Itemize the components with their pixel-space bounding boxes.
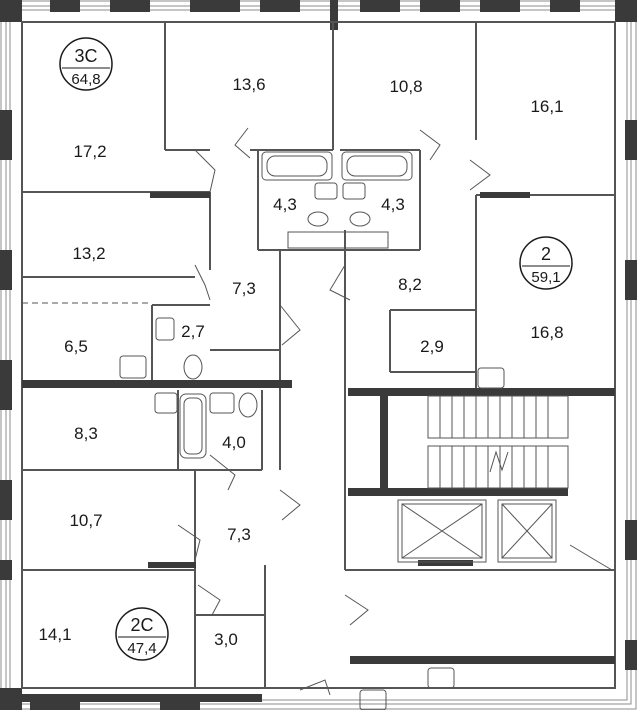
- apartment-badge-2c: 2С 47,4: [115, 607, 169, 661]
- room-area-label: 2,9: [420, 337, 444, 356]
- apartment-area: 47,4: [127, 640, 156, 657]
- apartment-type: 2С: [130, 615, 153, 635]
- room-area-label: 10,7: [69, 511, 102, 530]
- staircase: [427, 395, 569, 489]
- room-area-label: 8,2: [398, 275, 422, 294]
- room-area-label: 7,3: [227, 525, 251, 544]
- room-area-label: 4,3: [273, 195, 297, 214]
- structural-walls: [22, 192, 615, 702]
- room-area-label: 16,8: [530, 323, 563, 342]
- apartment-type: 2: [541, 244, 551, 264]
- room-area-label: 8,3: [74, 424, 98, 443]
- apartment-area: 59,1: [531, 269, 560, 286]
- room-area-label: 3,0: [214, 630, 238, 649]
- apartment-type: 3С: [74, 46, 97, 66]
- bathroom-fixtures: [119, 151, 505, 710]
- doors: [177, 127, 613, 696]
- room-area-label: 17,2: [73, 142, 106, 161]
- dashed-lines: [22, 302, 178, 471]
- room-area-label: 6,5: [64, 337, 88, 356]
- room-area-label: 14,1: [38, 625, 71, 644]
- room-area-label: 4,3: [381, 195, 405, 214]
- room-area-label: 4,0: [222, 433, 246, 452]
- room-area-label: 13,2: [72, 244, 105, 263]
- room-labels: 17,2 13,6 10,8 16,1 4,3 4,3 13,2 7,3 8,2…: [38, 75, 563, 649]
- room-area-label: 10,8: [389, 77, 422, 96]
- interior-walls: [21, 21, 616, 689]
- apartment-badge-3c: 3С 64,8: [59, 37, 113, 91]
- apartment-badge-2: 2 59,1: [519, 236, 573, 290]
- room-area-label: 13,6: [232, 75, 265, 94]
- room-area-label: 2,7: [181, 322, 205, 341]
- room-area-label: 7,3: [232, 279, 256, 298]
- elevators: [397, 499, 557, 563]
- apartment-area: 64,8: [71, 71, 100, 88]
- room-area-label: 16,1: [530, 97, 563, 116]
